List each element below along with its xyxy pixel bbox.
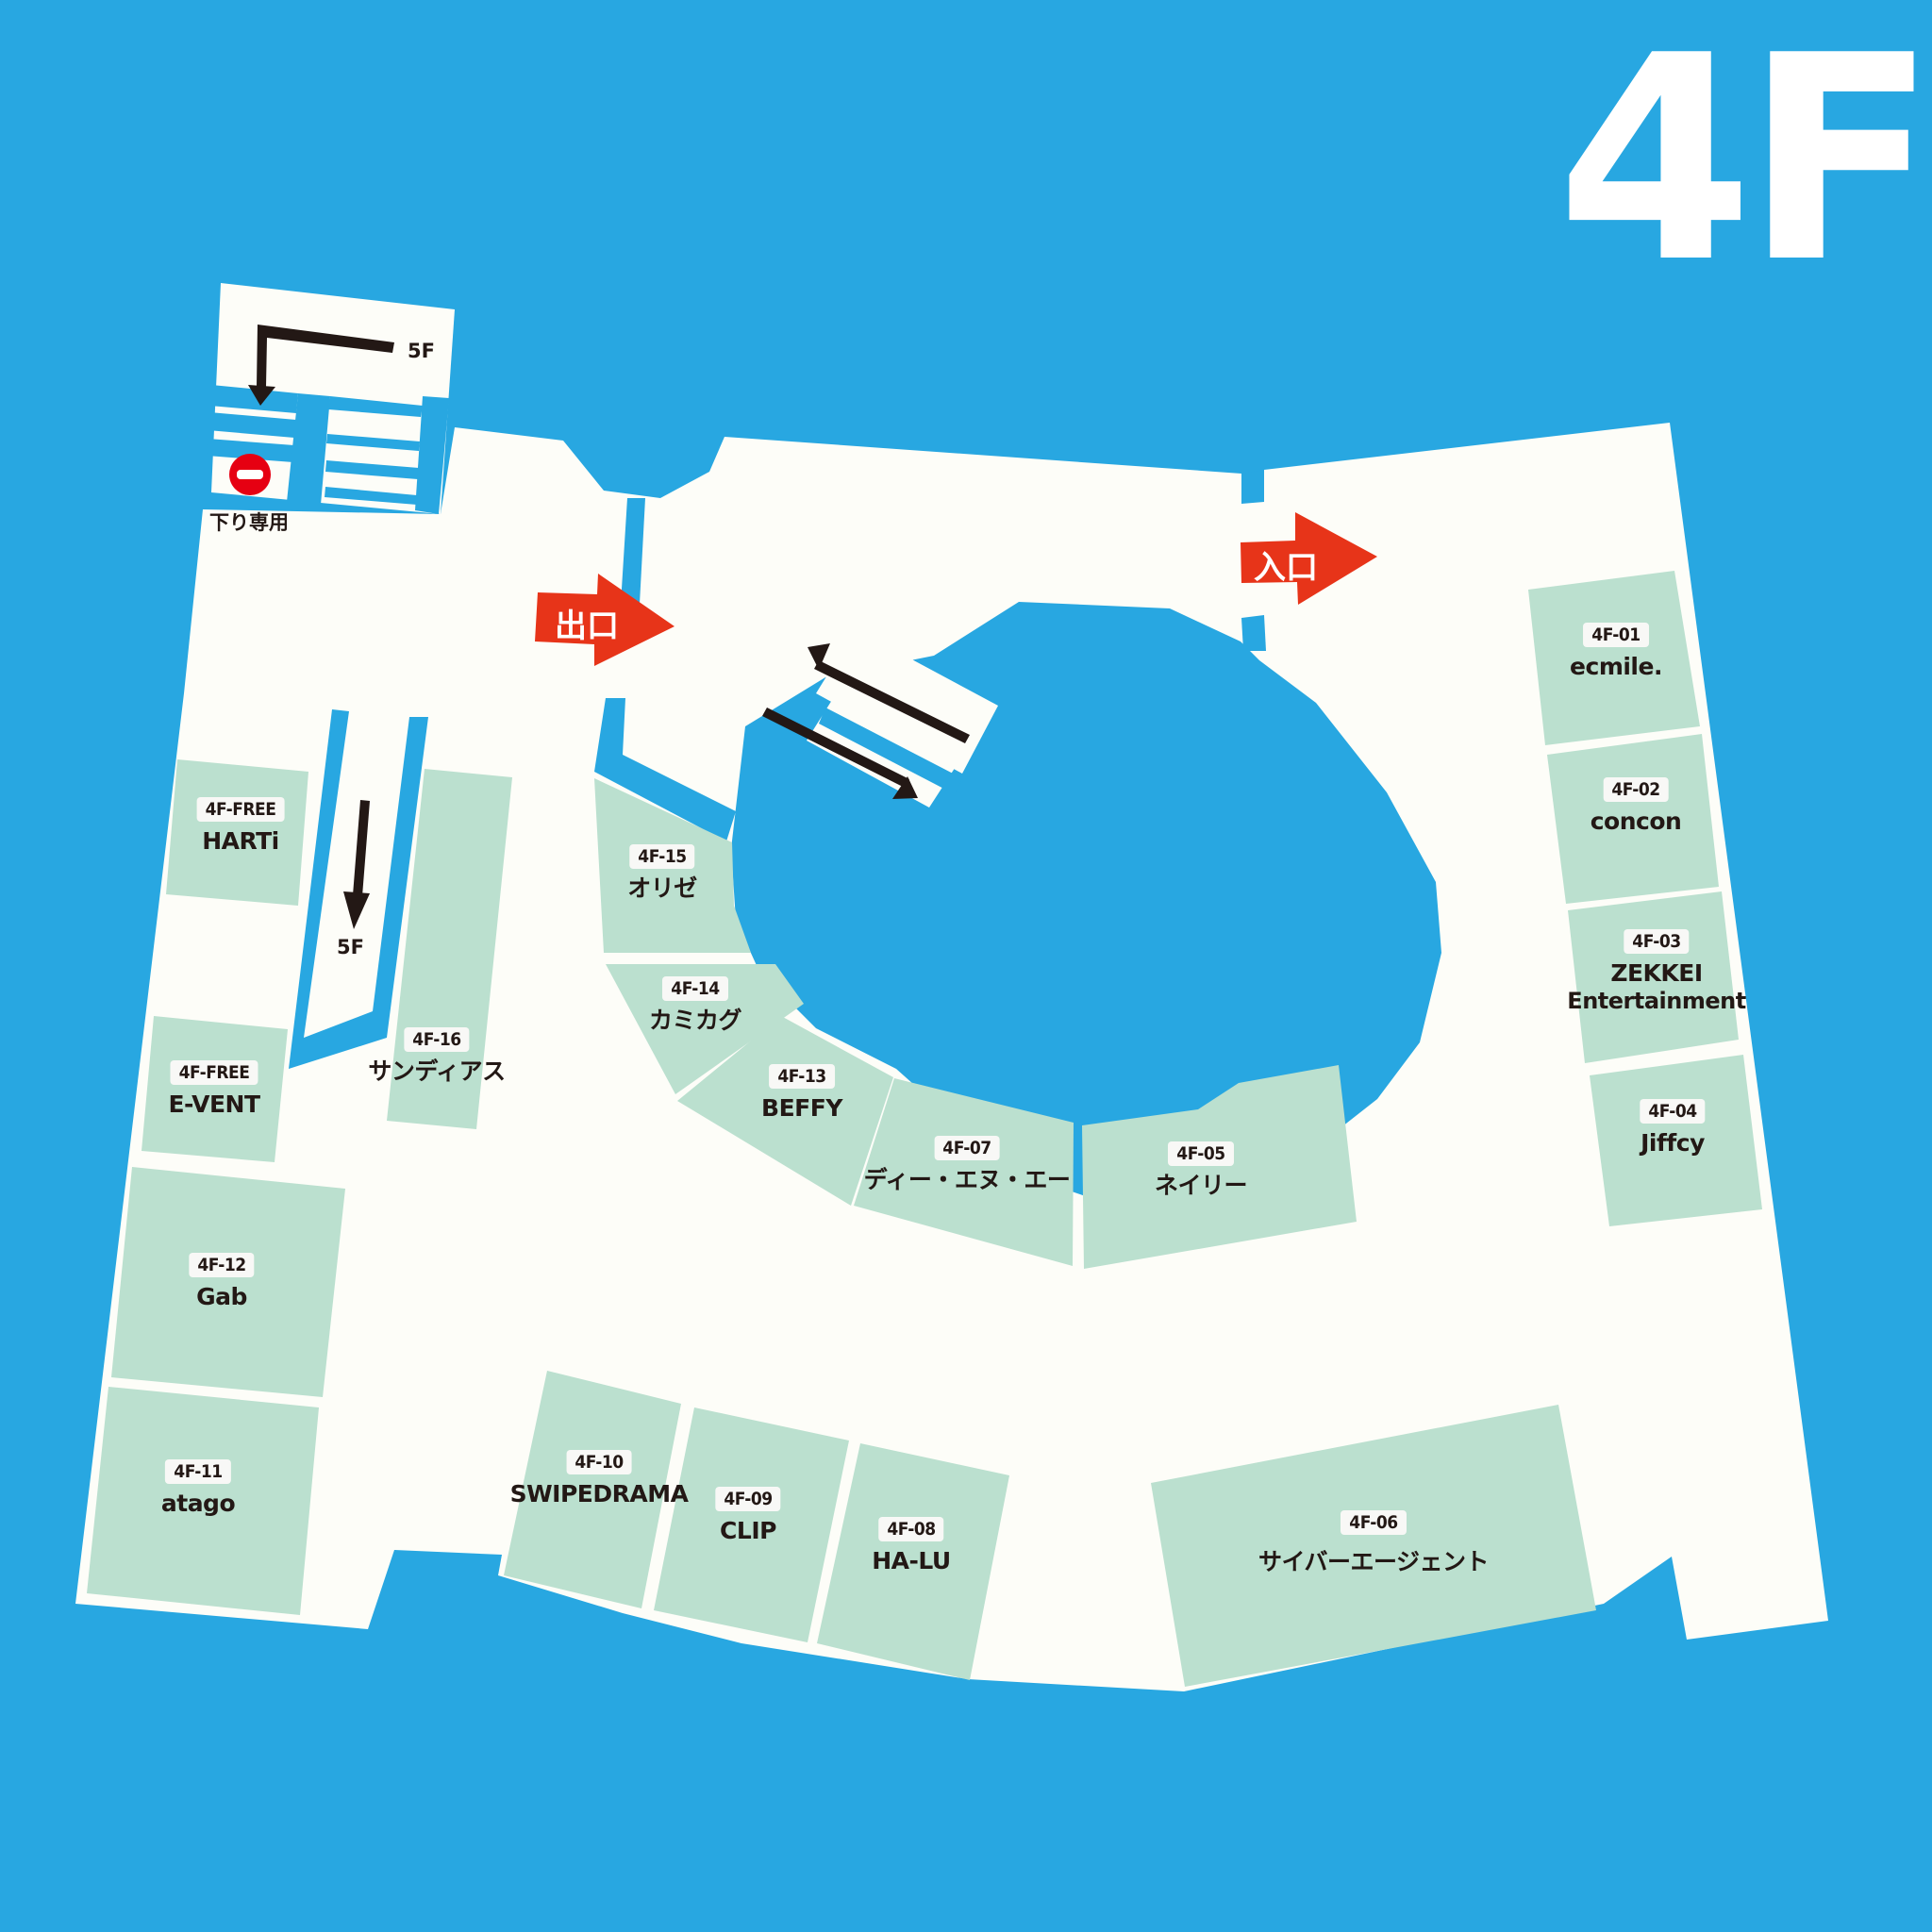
booth-id: 4F-09 [715,1487,781,1511]
booth-name: HA-LU [872,1547,951,1574]
booth-4F-08[interactable]: 4F-08 HA-LU [872,1517,951,1575]
booth-id: 4F-03 [1624,929,1690,954]
booth-name: Jiffcy [1641,1129,1705,1157]
booth-4F-06[interactable]: 4F-06 サイバーエージェント [1257,1510,1490,1576]
booth-id: 4F-11 [165,1459,231,1484]
booth-4F-09 [654,1407,849,1642]
booth-name: サイバーエージェント [1257,1548,1490,1575]
booth-name: ecmile. [1570,653,1662,680]
booth-4F-12 [111,1167,345,1397]
booths [87,571,1762,1687]
booth-4F-04 [1590,1055,1762,1226]
booth-name: BEFFY [761,1094,842,1122]
booth-id: 4F-04 [1640,1099,1706,1124]
no-entry-icon [229,454,271,495]
booth-id: 4F-13 [769,1064,835,1089]
booth-id: 4F-08 [878,1517,944,1541]
booth-4F-FREE-harti [166,759,308,906]
booth-id: 4F-06 [1341,1510,1407,1535]
booth-4F-02[interactable]: 4F-02 concon [1591,777,1682,836]
escalator-up-arrow-icon [808,643,970,743]
booth-name: ディー・エヌ・エー [863,1166,1071,1193]
booth-4F-01 [1528,571,1700,745]
booth-4F-11 [87,1387,319,1615]
entrance-arrow [1241,512,1377,605]
entrance-label: 入口 [1254,549,1318,587]
booth-name: カミカグ [648,1007,742,1034]
booth-id: 4F-10 [566,1450,632,1474]
booth-4F-01[interactable]: 4F-01 ecmile. [1570,623,1662,681]
stairs-down [207,385,449,514]
booth-4F-15[interactable]: 4F-15 オリゼ [627,844,697,903]
booth-name: HARTi [202,827,279,855]
down-only-label: 下り専用 [209,511,289,534]
booth-4F-09[interactable]: 4F-09 CLIP [715,1487,781,1545]
booth-name: ZEKKEI [1610,959,1703,987]
exit-label: 出口 [555,608,619,645]
booth-4F-FREE-harti[interactable]: 4F-FREE HARTi [196,797,285,856]
booth-id: 4F-FREE [170,1060,258,1085]
booth-name: SWIPEDRAMA [509,1480,689,1507]
booth-4F-03 [1568,891,1739,1063]
booth-name: Gab [196,1283,247,1310]
booth-name-line2: Entertainment [1567,988,1746,1014]
booth-4F-13[interactable]: 4F-13 BEFFY [761,1064,842,1123]
booth-name: サンディアス [368,1058,506,1085]
booth-4F-11[interactable]: 4F-11 atago [160,1459,236,1518]
escalator-destination-label: 5F [337,936,364,958]
exit-arrow [535,574,675,666]
booth-4F-10 [504,1371,681,1608]
booth-4F-02 [1547,734,1719,904]
booth-name: atago [160,1490,236,1517]
booth-name: オリゼ [627,874,697,902]
booth-name: concon [1590,808,1682,835]
stairs-destination-label: 5F [408,340,435,362]
booth-4F-12[interactable]: 4F-12 Gab [189,1253,255,1311]
booth-4F-FREE-event [142,1016,288,1162]
booth-name: E-VENT [168,1091,260,1118]
booth-id: 4F-15 [629,844,695,869]
booth-id: 4F-07 [934,1136,1000,1160]
booth-id: 4F-02 [1603,777,1669,802]
booth-name: ネイリー [1154,1172,1248,1199]
booth-4F-08 [817,1443,1009,1680]
stairs-route-arrow-icon [248,325,394,406]
booth-id: 4F-12 [189,1253,255,1277]
escalator-down-arrow-icon [343,800,370,929]
booth-4F-06 [1151,1405,1596,1687]
booth-id: 4F-FREE [196,797,285,822]
booth-id: 4F-05 [1168,1141,1234,1166]
booth-4F-14 [606,964,804,1094]
booth-id: 4F-16 [404,1027,470,1052]
escalator-down-diagonal-arrow-icon [762,708,918,799]
booth-4F-04[interactable]: 4F-04 Jiffcy [1640,1099,1706,1158]
booth-name: CLIP [720,1517,776,1544]
booth-4F-03[interactable]: 4F-03 ZEKKEI Entertainment [1567,929,1746,1014]
booth-4F-14[interactable]: 4F-14 カミカグ [648,976,742,1035]
escalator-gap [819,708,962,794]
booth-4F-05[interactable]: 4F-05 ネイリー [1154,1141,1248,1200]
booth-id: 4F-01 [1583,623,1649,647]
booth-id: 4F-14 [662,976,728,1001]
booth-4F-05 [1082,1065,1357,1269]
booth-4F-07[interactable]: 4F-07 ディー・エヌ・エー [864,1136,1071,1194]
booth-4F-10[interactable]: 4F-10 SWIPEDRAMA [510,1450,689,1508]
booth-4F-07 [854,1078,1074,1266]
floor-title: 4F [1557,0,1932,325]
booth-4F-16[interactable]: 4F-16 サンディアス [368,1027,506,1086]
booth-4F-13 [677,1016,893,1206]
booth-4F-FREE-event[interactable]: 4F-FREE E-VENT [168,1060,260,1119]
